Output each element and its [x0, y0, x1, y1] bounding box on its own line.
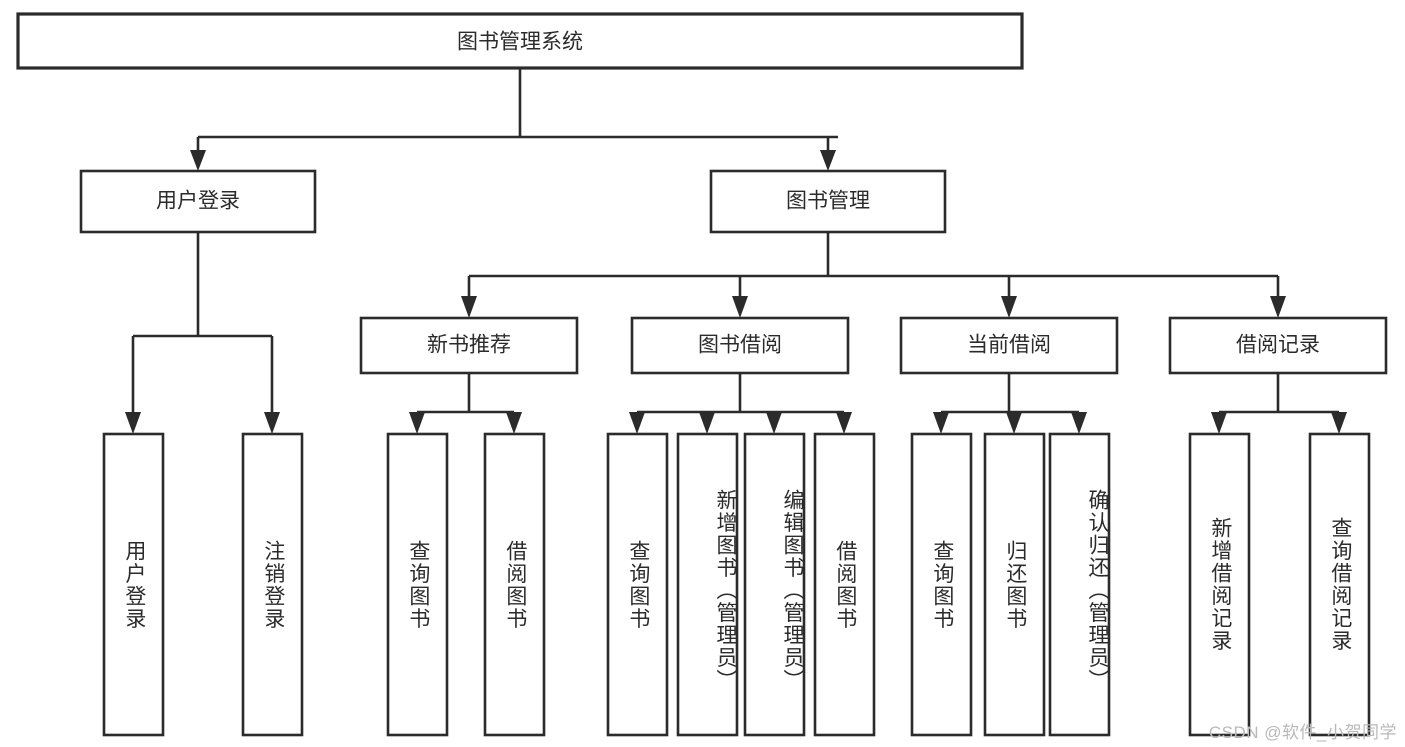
connector-group-root: [190, 68, 838, 171]
node-box-user-login[interactable]: [79, 169, 317, 234]
node-box-current-borrow[interactable]: [899, 316, 1119, 375]
arrow-head-borrow-record: [1270, 296, 1286, 318]
node-borrow-record[interactable]: 借阅记录: [1168, 316, 1388, 375]
node-label-new-book-rec: 新书推荐: [427, 334, 511, 357]
arrow-head-leaf-borrow-book-1: [506, 412, 522, 434]
node-box-leaf-query-book-2[interactable]: [606, 432, 669, 737]
node-box-leaf-add-record[interactable]: [1188, 432, 1251, 737]
arrow-head-book-mgmt: [820, 150, 836, 171]
arrow-head-leaf-query-book-1: [409, 412, 425, 434]
node-new-book-rec[interactable]: 新书推荐: [359, 316, 579, 375]
node-box-book-borrow[interactable]: [630, 316, 850, 375]
node-label-book-mgmt: 图书管理: [786, 190, 870, 213]
arrow-head-leaf-query-book-2: [629, 412, 645, 434]
arrow-head-leaf-query-book-3: [933, 412, 949, 434]
connector-group-book-borrow: [629, 373, 852, 434]
node-box-leaf-confirm-return[interactable]: [1048, 432, 1111, 737]
csdn-watermark: CSDN @软件_小贺同学: [1208, 723, 1397, 742]
connector-group-current-borrow: [933, 373, 1087, 434]
arrow-head-new-book-rec: [461, 296, 477, 318]
node-box-leaf-query-book-3[interactable]: [910, 432, 973, 737]
node-root[interactable]: 图书管理系统: [16, 12, 1024, 70]
arrow-head-leaf-return-book: [1006, 412, 1022, 434]
node-box-leaf-add-book[interactable]: [676, 432, 739, 737]
node-box-root[interactable]: [16, 12, 1024, 70]
arrow-head-leaf-query-record: [1331, 412, 1347, 434]
arrow-head-leaf-add-record: [1211, 412, 1227, 434]
arrow-head-user-login: [190, 150, 206, 171]
arrow-head-leaf-user-login: [125, 412, 141, 434]
node-label-root: 图书管理系统: [457, 31, 583, 54]
node-label-borrow-record: 借阅记录: [1236, 334, 1320, 357]
node-box-leaf-query-book-1[interactable]: [386, 432, 449, 737]
node-box-leaf-borrow-book-1[interactable]: [483, 432, 546, 737]
node-box-book-mgmt[interactable]: [709, 169, 947, 234]
arrow-head-current-borrow: [1001, 296, 1017, 318]
node-label-book-borrow: 图书借阅: [698, 334, 782, 357]
arrow-head-leaf-borrow-book-2: [836, 412, 852, 434]
node-user-login[interactable]: 用户登录: [79, 169, 317, 234]
connector-group-new-book-rec: [409, 373, 522, 434]
leaf-boxes: [102, 432, 1371, 737]
connector-group-user-login: [125, 232, 280, 434]
node-book-mgmt[interactable]: 图书管理: [709, 169, 947, 234]
node-box-leaf-edit-book[interactable]: [743, 432, 806, 737]
node-label-current-borrow: 当前借阅: [967, 334, 1051, 357]
arrow-head-leaf-add-book: [699, 412, 715, 434]
connector-group-borrow-record: [1211, 373, 1347, 434]
arrow-head-book-borrow: [732, 296, 748, 318]
connector-group-book-mgmt: [461, 232, 1286, 318]
node-box-leaf-logout[interactable]: [241, 432, 304, 737]
node-book-borrow[interactable]: 图书借阅: [630, 316, 850, 375]
node-box-leaf-return-book[interactable]: [983, 432, 1046, 737]
arrow-head-leaf-edit-book: [766, 412, 782, 434]
node-box-borrow-record[interactable]: [1168, 316, 1388, 375]
node-label-user-login: 用户登录: [156, 190, 240, 213]
node-current-borrow[interactable]: 当前借阅: [899, 316, 1119, 375]
arrow-head-leaf-confirm-return: [1071, 412, 1087, 434]
node-box-new-book-rec[interactable]: [359, 316, 579, 375]
node-box-leaf-borrow-book-2[interactable]: [813, 432, 876, 737]
node-box-leaf-query-record[interactable]: [1308, 432, 1371, 737]
node-box-leaf-user-login[interactable]: [102, 432, 165, 737]
arrow-head-leaf-logout: [264, 412, 280, 434]
